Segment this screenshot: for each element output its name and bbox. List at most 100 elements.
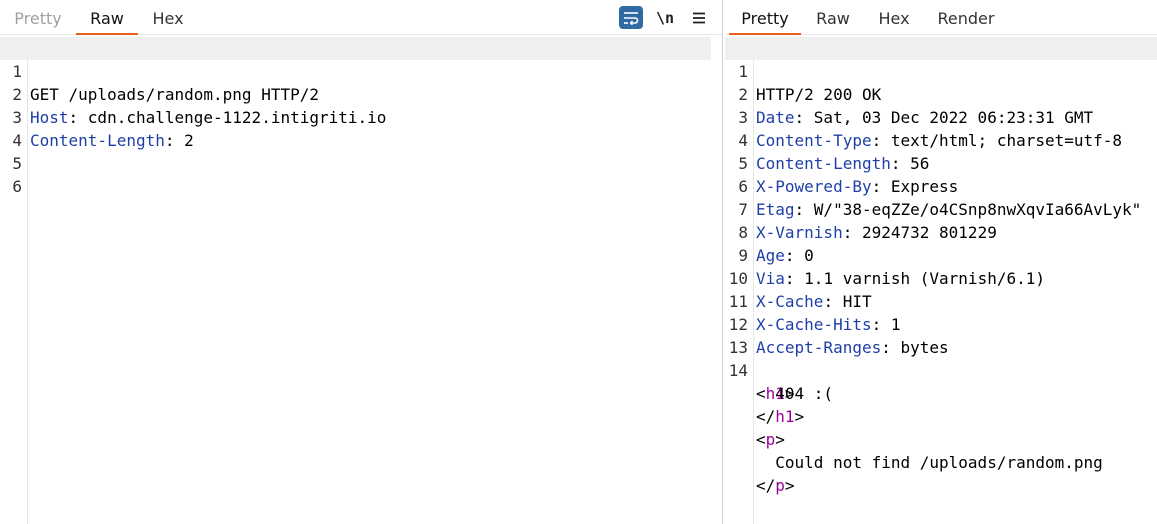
response-line: </p> [725, 451, 1157, 495]
request-tab-raw[interactable]: Raw [76, 0, 138, 35]
response-tab-pretty[interactable]: Pretty [729, 0, 801, 35]
line-number: 3 [738, 108, 748, 127]
header-value: : 1 [871, 315, 901, 334]
header-key: X-Powered-By [756, 177, 872, 196]
request-line: 5 [0, 129, 722, 173]
response-line: </h1> [725, 382, 1157, 426]
response-line: 1 HTTP/2 200 OK [725, 37, 1157, 104]
request-line: 6 [0, 152, 722, 196]
header-key: Host [30, 108, 69, 127]
header-key: Via [756, 269, 785, 288]
response-line: 404 :( [725, 359, 1157, 403]
word-wrap-icon [624, 11, 639, 25]
request-line: 4 [0, 106, 722, 150]
response-line: 7 X-Varnish: 2924732 801229 [725, 175, 1157, 242]
line-number: 2 [738, 85, 748, 104]
request-pane: Pretty Raw Hex \n 1 GET /uploads/random.… [0, 0, 722, 524]
response-line: 12 Accept-Ranges: bytes [725, 290, 1157, 357]
response-gutter-divider [753, 37, 754, 524]
html-tag-name: p [775, 476, 785, 495]
line-number: 5 [738, 154, 748, 173]
header-value: : Sat, 03 Dec 2022 06:23:31 GMT [794, 108, 1094, 127]
response-line: 2 Date: Sat, 03 Dec 2022 06:23:31 GMT [725, 60, 1157, 127]
show-newlines-button[interactable]: \n [655, 8, 675, 27]
response-line: <p> [725, 405, 1157, 449]
tag-bracket: < [756, 430, 766, 449]
header-value: : W/"38-eqZZe/o4CSnp8nwXqvIa66AvLyk" [794, 200, 1142, 219]
tag-bracket: > [775, 430, 785, 449]
response-line: 4 Content-Length: 56 [725, 106, 1157, 173]
tag-bracket: > [794, 407, 805, 426]
request-line: 1 GET /uploads/random.png HTTP/2 [0, 37, 711, 104]
header-value: : 0 [784, 246, 814, 265]
response-tab-raw[interactable]: Raw [816, 9, 850, 28]
response-editor[interactable]: 1 HTTP/2 200 OK 2 Date: Sat, 03 Dec 2022… [725, 37, 1157, 524]
line-number: 2 [12, 85, 22, 104]
request-gutter-divider [27, 37, 28, 524]
response-line: 14 <h1> [725, 336, 1157, 403]
response-line: 13 [725, 313, 1157, 357]
request-line-text: GET /uploads/random.png HTTP/2 [30, 85, 319, 104]
line-number: 7 [738, 200, 748, 219]
response-line: 5 X-Powered-By: Express [725, 129, 1157, 196]
line-number: 3 [12, 108, 22, 127]
pane-splitter[interactable] [722, 0, 725, 524]
header-value: : text/html; charset=utf-8 [871, 131, 1123, 150]
request-tab-hex[interactable]: Hex [152, 9, 184, 28]
response-pane: Pretty Raw Hex Render 1 HTTP/2 200 OK 2 … [725, 0, 1157, 524]
response-tab-render[interactable]: Render [937, 9, 995, 28]
request-tab-pretty[interactable]: Pretty [14, 9, 62, 28]
line-number: 10 [728, 269, 748, 288]
line-number: 1 [738, 62, 748, 81]
line-number: 4 [12, 131, 22, 150]
line-number: 5 [12, 154, 22, 173]
header-key: Etag [756, 200, 795, 219]
html-tag-name: h1 [765, 384, 785, 403]
tag-bracket: </ [756, 476, 776, 495]
tag-bracket: > [784, 384, 795, 403]
word-wrap-button[interactable] [619, 6, 643, 29]
header-value: : 2924732 801229 [842, 223, 997, 242]
header-key: X-Cache-Hits [756, 315, 872, 334]
line-number: 12 [728, 315, 748, 334]
line-number: 9 [738, 246, 748, 265]
response-line: 11 X-Cache-Hits: 1 [725, 267, 1157, 334]
header-key: X-Varnish [756, 223, 843, 242]
line-number: 14 [728, 361, 748, 380]
line-number: 1 [12, 62, 22, 81]
line-number: 6 [12, 177, 22, 196]
status-line: HTTP/2 200 OK [756, 85, 882, 104]
header-key: X-Cache [756, 292, 824, 311]
header-key: Date [756, 108, 795, 127]
response-line: 9 Via: 1.1 varnish (Varnish/6.1) [725, 221, 1157, 288]
header-value: : 56 [890, 154, 930, 173]
response-tab-hex[interactable]: Hex [878, 9, 910, 28]
response-line: Could not find /uploads/random.png [725, 428, 1157, 472]
request-line: 3 Content-Length: 2 [0, 83, 722, 150]
header-key: Content-Length [756, 154, 891, 173]
header-value: : cdn.challenge-1122.intigriti.io [68, 108, 387, 127]
line-number: 4 [738, 131, 748, 150]
options-menu-button[interactable] [687, 6, 711, 29]
html-tag-name: h1 [775, 407, 795, 426]
body-text: Could not find /uploads/random.png [756, 453, 1103, 472]
response-line: 10 X-Cache: HIT [725, 244, 1157, 311]
header-key: Content-Type [756, 131, 872, 150]
header-key: Accept-Ranges [756, 338, 882, 357]
line-number: 8 [738, 223, 748, 242]
hamburger-menu-icon [693, 12, 705, 23]
tag-bracket: < [756, 384, 766, 403]
body-text: 404 :( [756, 384, 834, 403]
line-number: 11 [728, 292, 748, 311]
line-number: 13 [728, 338, 748, 357]
html-tag-name: p [765, 430, 776, 449]
response-line: 8 Age: 0 [725, 198, 1157, 265]
response-tabbar: Pretty Raw Hex Render [725, 0, 1157, 35]
header-value: : HIT [823, 292, 872, 311]
request-line: 2 Host: cdn.challenge-1122.intigriti.io [0, 60, 722, 127]
response-line: 6 Etag: W/"38-eqZZe/o4CSnp8nwXqvIa66AvLy… [725, 152, 1157, 219]
response-line: 3 Content-Type: text/html; charset=utf-8 [725, 83, 1157, 150]
request-editor[interactable]: 1 GET /uploads/random.png HTTP/2 2 Host:… [0, 37, 722, 524]
header-value: : 1.1 varnish (Varnish/6.1) [784, 269, 1045, 288]
tag-bracket: </ [756, 407, 776, 426]
